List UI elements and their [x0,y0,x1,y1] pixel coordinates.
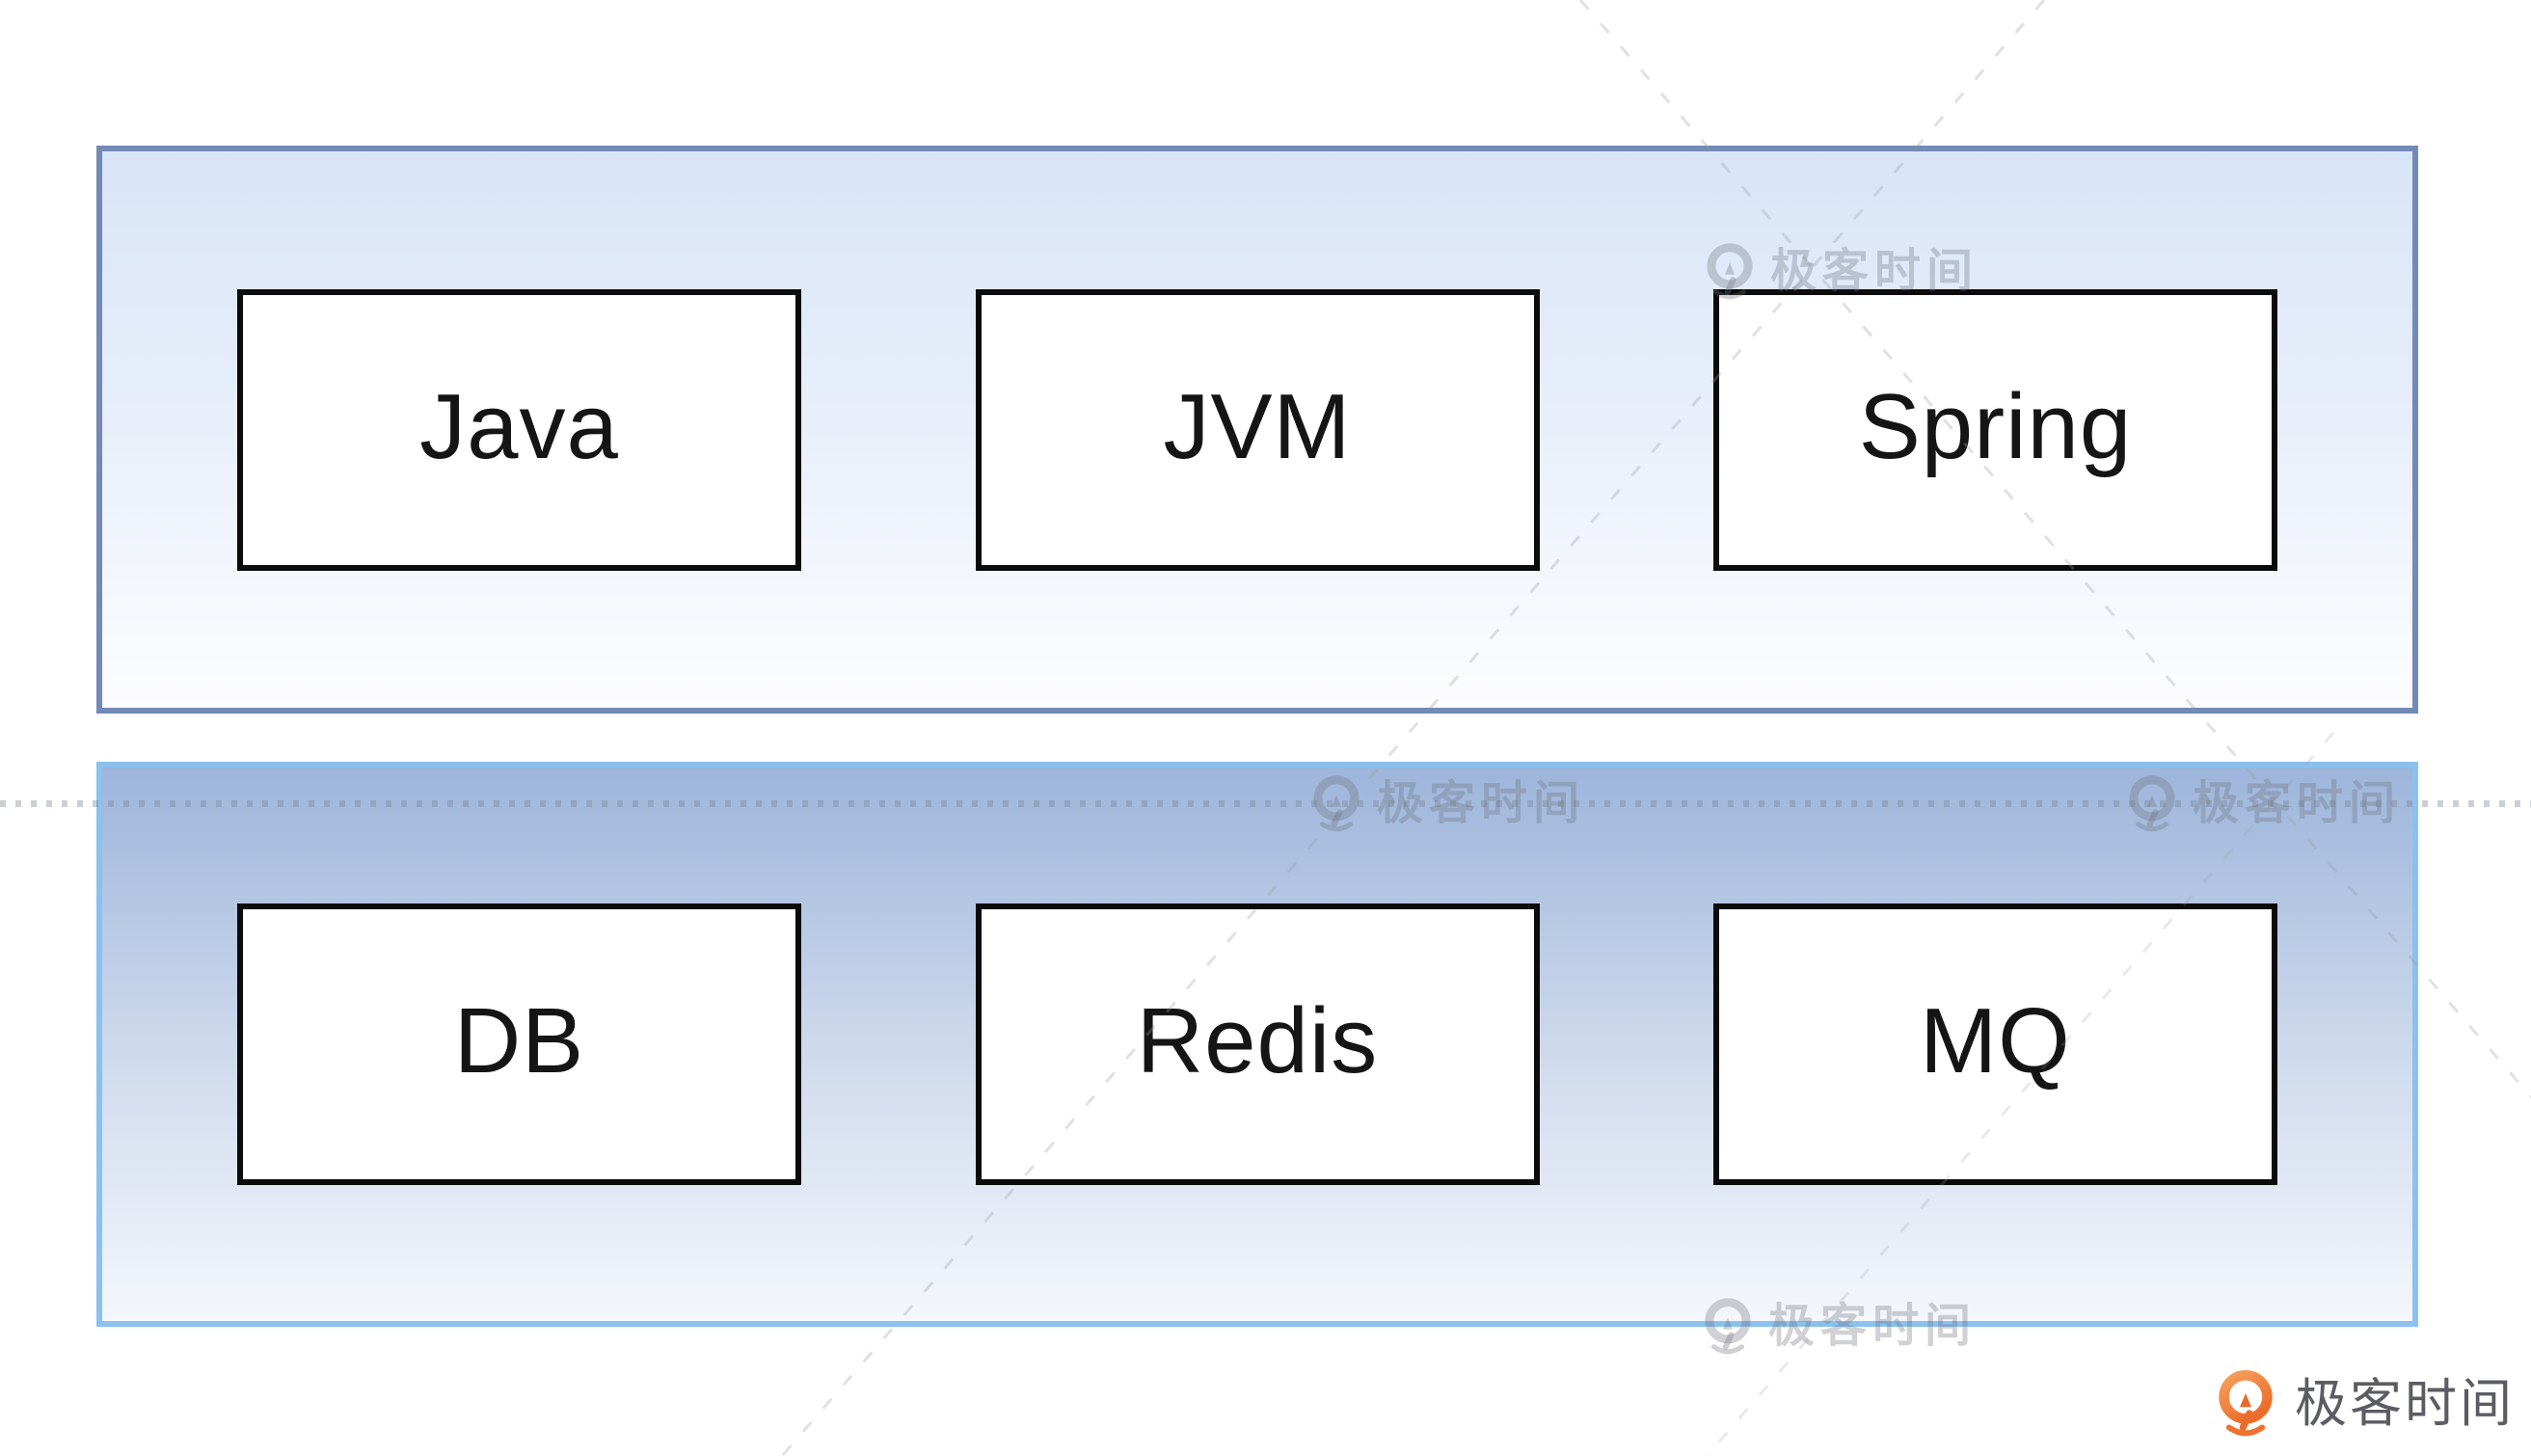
node-redis-label: Redis [1136,989,1379,1092]
node-mq: MQ [1713,903,2277,1185]
node-spring: Spring [1713,288,2277,571]
node-java-label: Java [419,374,619,478]
node-jvm-label: JVM [1163,374,1352,478]
application-layer-container: Java JVM Spring [96,146,2418,714]
node-db: DB [237,903,801,1185]
node-java: Java [237,288,801,571]
geektime-brand-text: 极客时间 [2295,1375,2515,1433]
geektime-brand: 极客时间 [2214,1367,2515,1441]
node-mq-label: MQ [1920,989,2071,1092]
infrastructure-layer-container: DB Redis MQ [96,762,2418,1327]
node-db-label: DB [453,989,585,1092]
node-redis: Redis [975,903,1540,1185]
node-jvm: JVM [975,288,1540,571]
node-spring-label: Spring [1858,374,2133,478]
geektime-logo-icon [2219,1370,2273,1437]
